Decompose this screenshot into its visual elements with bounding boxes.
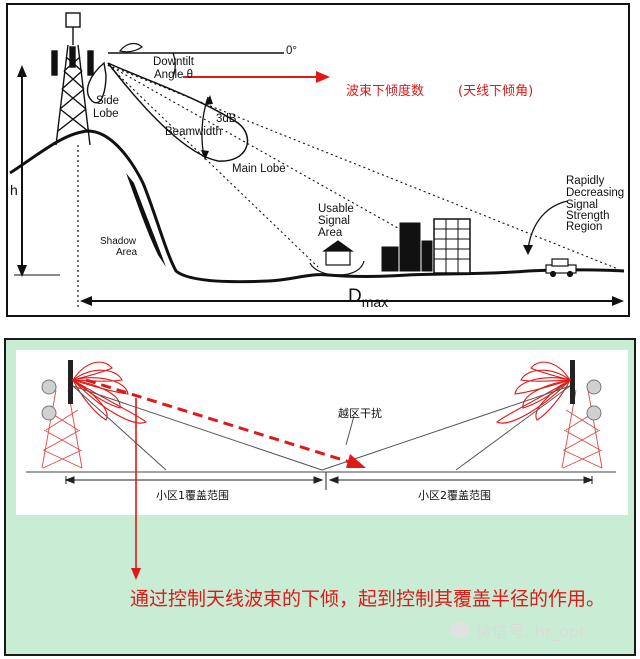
interference-label-pointer [345, 415, 355, 446]
watermark-text: 微信号: hr_opt [476, 622, 586, 641]
cell-coverage-diagram: 越区干扰 小区1覆盖范围 小区2覆盖范围 [16, 350, 628, 515]
rapid-region-label-line2: Decreasing [566, 187, 625, 199]
downtilt-diagram-graphics [9, 12, 625, 310]
beamwidth-label-line2: Beamwidth [165, 126, 222, 138]
usable-area-label-line1: Usable [318, 203, 354, 215]
house-icon [322, 240, 354, 266]
car-icon [545, 258, 577, 278]
downtilt-label-line1: Downtilt [153, 56, 194, 68]
cell-coverage-graphics [26, 360, 616, 490]
left-dish-icon [41, 405, 57, 421]
rapid-region-label-line1: Rapidly [566, 175, 605, 187]
antenna-downtilt-diagram: 0° Downtilt Angle θ Side Lobe 3dB Beamwi… [6, 3, 630, 317]
usable-area-label-line2: Signal [318, 215, 350, 227]
right-antenna-panel [570, 360, 575, 404]
wechat-icon [450, 622, 470, 638]
shadow-area-fill [126, 173, 166, 267]
coverage-dotted-rays [107, 64, 619, 270]
coverage-lines [72, 385, 571, 471]
zero-degree-label: 0° [286, 45, 297, 57]
dmax-subscript: max [361, 294, 389, 310]
downtilt-label-line2: Angle θ [154, 69, 194, 81]
rapid-region-label-line3: Signal [566, 199, 598, 211]
cell1-coverage-label: 小区1覆盖范围 [156, 489, 229, 502]
dmax-label: Dmax [348, 287, 388, 310]
downtilt-angle-arc [172, 52, 176, 78]
downtilt-annotation-main: 波束下倾度数 [346, 84, 425, 99]
rapid-region-arrow [527, 200, 569, 250]
shadow-area-label-line1: Shadow [100, 236, 137, 247]
caption-pointer-graphics [131, 398, 141, 580]
beamwidth-label-line1: 3dB [216, 113, 237, 125]
interference-label: 越区干扰 [338, 407, 382, 420]
city-buildings [381, 218, 471, 274]
coverage-dimension-arrows [64, 472, 594, 490]
shadow-area-label-line2: Area [116, 247, 138, 258]
rapid-region-label-line5: Region [566, 221, 603, 233]
caption-text: 通过控制天线波束的下倾，起到控制其覆盖半径的作用。 [130, 588, 606, 610]
right-dish-icon [586, 379, 602, 395]
side-lobe [86, 61, 107, 104]
rapid-region-label-line4: Strength [566, 210, 610, 222]
wechat-watermark: 微信号: hr_opt [450, 618, 585, 642]
right-dish-icon [586, 405, 602, 421]
cell-coverage-panel: 越区干扰 小区1覆盖范围 小区2覆盖范围 [4, 338, 636, 656]
left-dish-icon [41, 379, 57, 395]
main-lobe [107, 62, 249, 162]
downtilt-annotation-paren: (天线下倾角) [458, 84, 534, 99]
usable-area-label-line3: Area [318, 227, 343, 239]
upper-lobe [118, 42, 143, 53]
height-label: h [10, 182, 18, 198]
terrain-hill [9, 129, 625, 284]
dmax-main: D [348, 286, 362, 307]
cell2-coverage-label: 小区2覆盖范围 [418, 489, 491, 502]
side-lobe-label-line2: Lobe [93, 108, 119, 120]
usable-area-bracket [309, 260, 365, 276]
main-lobe-label: Main Lobe [232, 163, 286, 175]
left-antenna-panel [68, 360, 73, 404]
side-lobe-label-line1: Side [96, 95, 120, 107]
antenna-tower [51, 12, 94, 146]
